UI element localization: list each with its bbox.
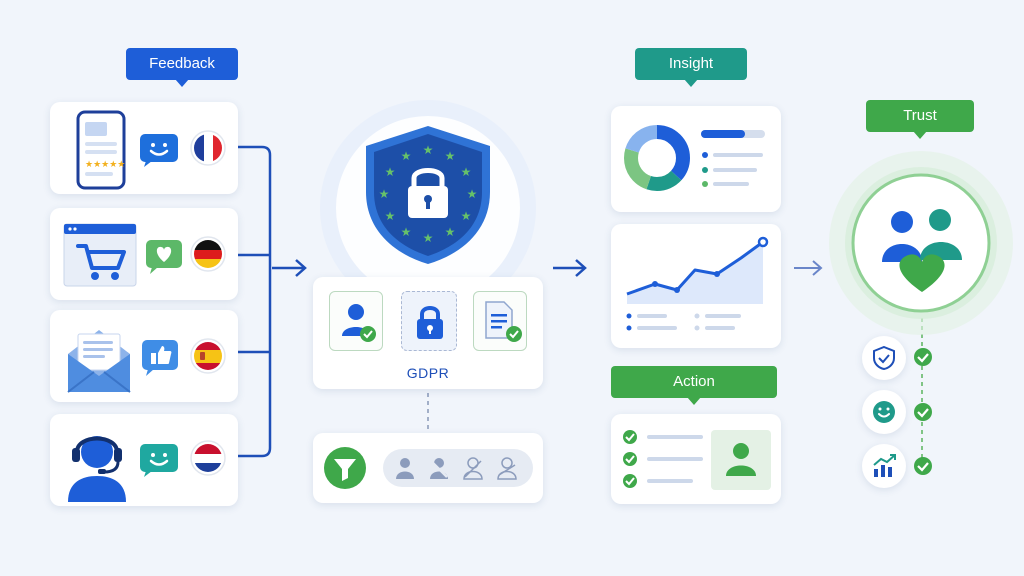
trend-line-chart-icon xyxy=(626,236,769,331)
trust-label: Trust xyxy=(866,100,974,139)
action-label: Action xyxy=(611,366,777,405)
smiley-chat-icon xyxy=(140,134,178,167)
shield-check-icon xyxy=(873,346,895,370)
action-card[interactable] xyxy=(611,414,781,504)
trust-indicator-growth[interactable] xyxy=(862,444,906,488)
thumbs-up-chat-icon xyxy=(142,340,178,376)
svg-text:★: ★ xyxy=(445,149,456,163)
anonymized-users-strip xyxy=(383,449,533,487)
netherlands-flag-icon xyxy=(190,440,226,476)
svg-text:★: ★ xyxy=(423,143,434,157)
trust-indicator-satisfaction[interactable] xyxy=(862,390,906,434)
france-flag-icon xyxy=(190,130,226,166)
svg-text:★: ★ xyxy=(467,187,478,201)
check-icon-1 xyxy=(914,348,932,366)
gdpr-card[interactable]: GDPR xyxy=(313,277,543,389)
insight-label: Insight xyxy=(635,48,747,87)
svg-text:★★★★★: ★★★★★ xyxy=(85,160,125,170)
anonymized-user-icons xyxy=(396,457,517,480)
feedback-card-email[interactable] xyxy=(50,310,238,402)
filter-icon[interactable] xyxy=(323,446,367,490)
email-envelope-icon xyxy=(67,330,131,393)
feedback-card-support[interactable] xyxy=(50,414,238,506)
shopping-cart-icon xyxy=(63,223,137,287)
anonymization-card[interactable] xyxy=(313,433,543,503)
svg-text:★: ★ xyxy=(445,225,456,239)
growth-chart-icon xyxy=(873,454,896,477)
trust-circle xyxy=(829,151,1013,335)
feedback-card-mobile[interactable]: ★★★★★ xyxy=(50,102,238,194)
svg-text:★: ★ xyxy=(385,165,396,179)
legend-lines-icon xyxy=(701,130,765,187)
assigned-user-tile[interactable] xyxy=(711,430,771,490)
spain-flag-icon xyxy=(190,338,226,374)
user-check-icon xyxy=(342,304,376,342)
insight-line-card[interactable] xyxy=(611,224,781,348)
document-check-icon xyxy=(485,301,522,342)
svg-text:★: ★ xyxy=(461,209,472,223)
document-tile[interactable] xyxy=(473,291,527,351)
heart-chat-icon xyxy=(146,240,182,274)
insight-donut-card[interactable] xyxy=(611,106,781,212)
check-icon-2 xyxy=(914,403,932,421)
feedback-label: Feedback xyxy=(126,48,238,87)
svg-text:★: ★ xyxy=(423,231,434,245)
gdpr-text: GDPR xyxy=(406,365,450,381)
user-consent-tile[interactable] xyxy=(329,291,383,351)
svg-text:★: ★ xyxy=(379,187,390,201)
user-icon xyxy=(726,443,756,476)
svg-text:★: ★ xyxy=(401,225,412,239)
action-checklist-icon xyxy=(623,430,703,488)
svg-text:★: ★ xyxy=(385,209,396,223)
donut-chart-icon xyxy=(624,125,690,191)
eu-shield-lock-icon: ★ ★ ★ ★ ★ ★ ★ ★ ★ ★ ★ ★ xyxy=(366,126,490,264)
check-icon-3 xyxy=(914,457,932,475)
mobile-phone-icon: ★★★★★ xyxy=(76,110,126,190)
smiley-icon xyxy=(873,401,895,423)
smiley-chat-icon-2 xyxy=(140,444,178,477)
support-headset-icon xyxy=(68,436,126,502)
trust-indicator-security[interactable] xyxy=(862,336,906,380)
germany-flag-icon xyxy=(190,236,226,272)
encryption-tile[interactable] xyxy=(401,291,457,351)
feedback-card-webshop[interactable] xyxy=(50,208,238,300)
padlock-icon xyxy=(417,306,443,339)
people-heart-icon xyxy=(882,209,962,292)
svg-text:★: ★ xyxy=(461,165,472,179)
svg-text:★: ★ xyxy=(401,149,412,163)
